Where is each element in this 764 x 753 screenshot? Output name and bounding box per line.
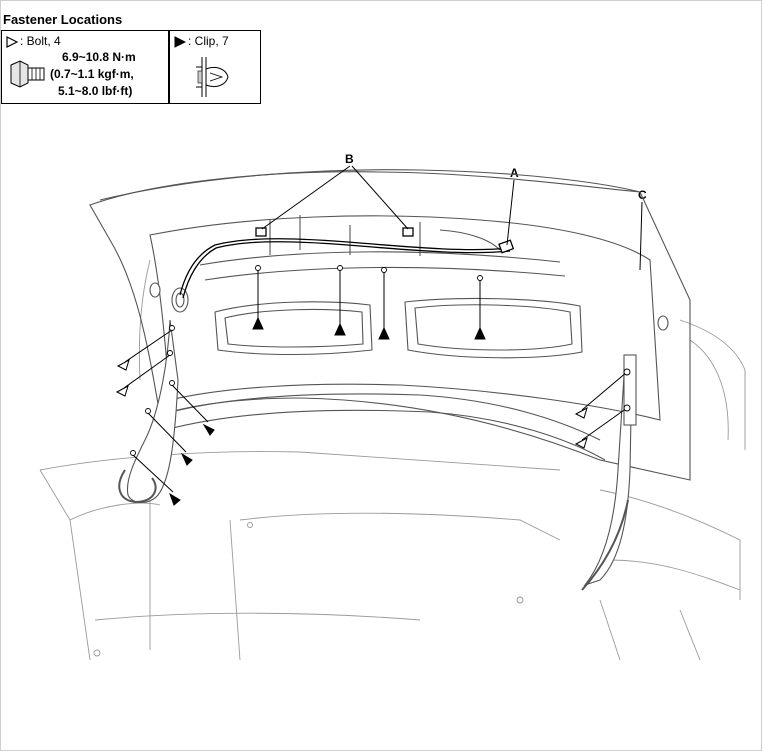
lid-opening-right-inner (414, 304, 573, 351)
left-hinge-loop (118, 469, 157, 504)
bolt-torque-kgfm: (0.7~1.1 kgf·m, (50, 67, 134, 81)
rear-quarter-inner (689, 339, 729, 441)
trunk-lid-top-edge (99, 169, 641, 201)
lid-upper-rib (199, 251, 561, 266)
clip-marker-7 (169, 492, 181, 506)
trunk-left-wall (39, 469, 91, 661)
right-trunk-seal (581, 499, 629, 591)
trunk-back-ledge (239, 512, 561, 541)
bolt-marker-4 (574, 436, 588, 449)
trunk-right-panel (609, 559, 741, 591)
clip-legend-box: : Clip, 7 (169, 30, 261, 104)
leader-b-right (351, 165, 409, 230)
callout-a: A (510, 166, 519, 180)
leader-c (639, 201, 643, 271)
lid-upper-rib-2 (204, 266, 566, 281)
bolt-marker-1 (116, 358, 130, 371)
lid-opening-right (404, 297, 583, 359)
bolt-marker-3 (574, 406, 588, 419)
clip-marker-2 (334, 322, 346, 336)
left-hinge-arm (126, 319, 179, 504)
trunk-inner-left (69, 502, 161, 521)
callout-b: B (345, 152, 354, 166)
bolt-label: : Bolt, 4 (20, 34, 61, 48)
open-triangle-icon (6, 36, 18, 48)
leader-b-left (261, 165, 351, 230)
trunk-inner-floor (149, 500, 241, 661)
bolt-marker-2 (115, 384, 129, 397)
lid-opening-left-inner (224, 308, 364, 348)
left-hinge-area (138, 259, 151, 381)
callout-c: C (638, 188, 647, 202)
lid-opening-left (214, 301, 373, 356)
bolt-torque-lbfft: 5.1~8.0 lbf·ft) (58, 84, 133, 98)
trunk-floor-line (39, 451, 561, 471)
legend-title: Fastener Locations (3, 12, 123, 27)
bolt-torque-nm: 6.9~10.8 N·m (62, 50, 136, 64)
filled-triangle-icon (174, 36, 186, 48)
clip-marker-4 (474, 326, 486, 340)
bolt-icon (10, 60, 45, 88)
clip-marker-6 (180, 452, 193, 466)
clip-label: : Clip, 7 (188, 34, 229, 48)
clip-marker-5 (202, 423, 215, 436)
trunk-right-bottom (599, 599, 701, 661)
lid-bottom-edge (159, 393, 601, 441)
trunk-lid-outline (89, 171, 691, 481)
bolt-legend-box: : Bolt, 4 6.9~10.8 N·m (0.7~1.1 kgf·m, 5… (1, 30, 169, 104)
leader-a (506, 179, 515, 246)
clip-marker-3 (378, 326, 390, 340)
wiring-harness (179, 238, 511, 296)
clip-icon (196, 57, 229, 97)
clip-marker-1 (252, 316, 264, 330)
trunk-floor-front (94, 612, 421, 621)
